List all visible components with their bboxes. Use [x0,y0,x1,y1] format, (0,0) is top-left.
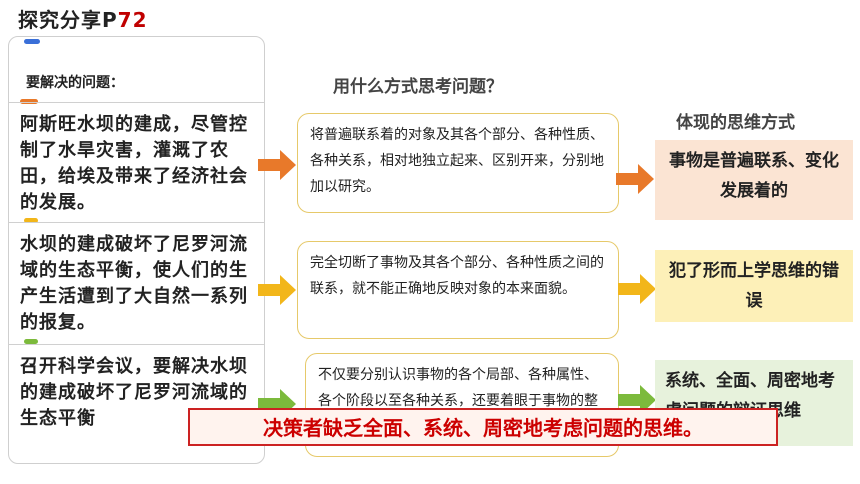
scenario-2-text: 水坝的建成破坏了尼罗河流域的生态平衡，使人们的生产生活遭到了大自然一系列的报复。 [20,234,248,333]
right-column-header: 体现的思维方式 [676,113,795,133]
arrow-right-icon [618,383,658,417]
scenario-3-text: 召开科学会议，要解决水坝的建成破坏了尼罗河流域的生态平衡 [20,356,248,429]
arrow-right-icon [258,148,298,182]
arrow-right-icon [618,272,658,306]
conclusion-banner: 决策者缺乏全面、系统、周密地考虑问题的思维。 [188,408,778,446]
arrow-right-icon [258,273,298,307]
result-box-2: 犯了形而上学思维的错误 [655,250,853,322]
divider [8,344,264,345]
yellow-tick-marker [24,218,38,223]
green-tick-marker [24,339,38,344]
title-prefix: 探究分享P [18,8,118,32]
divider [8,102,264,103]
method-box-2: 完全切断了事物及其各个部分、各种性质之间的联系，就不能正确地反映对象的本来面貌。 [297,241,619,339]
scenario-panel [8,36,265,464]
arrow-right-icon [616,162,656,196]
middle-column-header: 用什么方式思考问题？ [333,77,503,97]
question-label: 要解决的问题： [26,75,124,91]
method-box-1: 将普遍联系着的对象及其各个部分、各种性质、各种关系，相对地独立起来、区别开来，分… [297,113,619,213]
divider [8,222,264,223]
title-page-number: 72 [117,8,148,32]
scenario-1-text: 阿斯旺水坝的建成，尽管控制了水旱灾害，灌溉了农田，给埃及带来了经济社会的发展。 [20,114,248,213]
result-box-1: 事物是普遍联系、变化发展着的 [655,140,853,220]
orange-tick-marker [20,99,38,104]
blue-tick-marker [24,39,40,44]
page-title: 探究分享P72 [18,4,148,33]
